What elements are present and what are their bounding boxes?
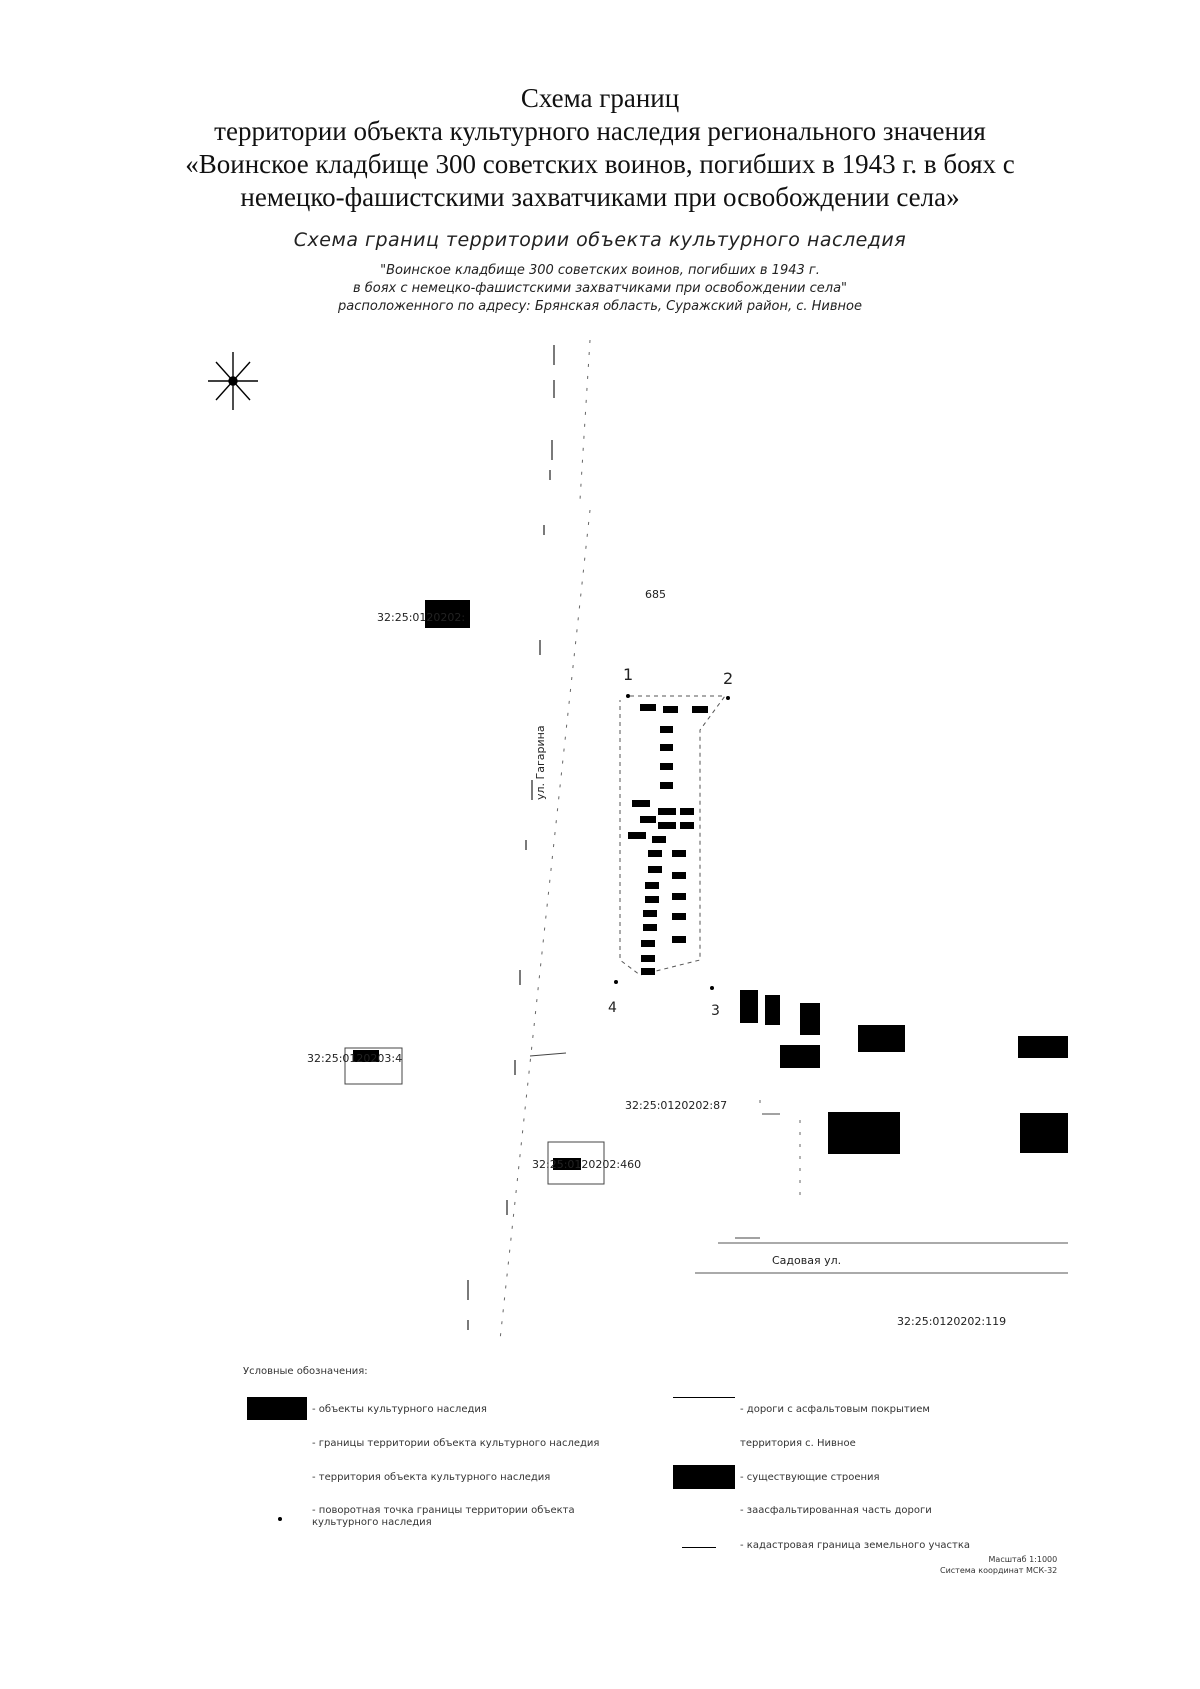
road-sadovaya: [695, 1242, 1068, 1274]
turning-points: [614, 694, 730, 990]
building: [353, 1050, 379, 1062]
legend-item: - объекты культурного наследия: [312, 1404, 487, 1415]
road-dashes: [499, 339, 801, 1341]
point-label-3: 3: [711, 1003, 720, 1019]
legend-item: - существующие строения: [740, 1472, 880, 1483]
graves: [628, 704, 708, 975]
map-subtitle-line-1: "Воинское кладбище 300 советских воинов,…: [380, 263, 820, 278]
point-label-1: 1: [623, 665, 633, 684]
map-subtitle: "Воинское кладбище 300 советских воинов,…: [0, 262, 1200, 316]
building: [765, 995, 780, 1025]
legend-item: - границы территории объекта культурного…: [312, 1438, 600, 1449]
parcel-label: 32:25:0120203:4: [307, 1052, 402, 1065]
map-subtitle-line-3: расположенного по адресу: Брянская облас…: [338, 299, 862, 314]
map-subtitle-line-2: в боях с немецко-фашистскими захватчикам…: [352, 281, 848, 296]
street-label-gagarina: ул. Гагарина: [534, 725, 547, 800]
parcel-label: 685: [645, 588, 666, 601]
point-label-4: 4: [608, 1000, 617, 1016]
existing-buildings: [353, 600, 1068, 1170]
map-title: Схема границ территории объекта культурн…: [293, 229, 907, 251]
scale-note: Масштаб 1:1000 Система координат МСК-32: [940, 1554, 1057, 1576]
building: [1018, 1036, 1068, 1058]
legend-swatch-road: [673, 1397, 735, 1398]
cadastral-boundaries: [344, 1047, 780, 1239]
building: [553, 1158, 581, 1170]
scale-line-1: Масштаб 1:1000: [988, 1555, 1058, 1564]
legend-swatch-point: [278, 1517, 282, 1521]
legend-item: - заасфальтированная часть дороги: [740, 1505, 932, 1516]
street-label-sadovaya: Садовая ул.: [772, 1254, 841, 1267]
document-header: Схема границ территории объекта культурн…: [0, 82, 1200, 214]
legend-item: - поворотная точка границы территории об…: [312, 1505, 575, 1528]
road-gagarina: [467, 345, 555, 1330]
legend-swatch-buildings: [673, 1465, 735, 1489]
building: [800, 1003, 820, 1035]
scale-line-2: Система координат МСК-32: [940, 1566, 1058, 1575]
building: [780, 1045, 820, 1068]
header-line-2: территории объекта культурного наследия …: [214, 116, 986, 146]
parcel-label: 32:25:0120202:119: [897, 1315, 1006, 1328]
header-line-3: «Воинское кладбище 300 советских воинов,…: [185, 149, 1015, 179]
legend-item: - дороги с асфальтовым покрытием: [740, 1404, 930, 1415]
point-label-2: 2: [723, 669, 733, 688]
legend-item: территория с. Нивное: [740, 1438, 856, 1449]
legend-item: - территория объекта культурного наследи…: [312, 1472, 551, 1483]
compass-icon: [208, 352, 258, 410]
header-line-1: Схема границ: [520, 83, 680, 113]
building: [740, 990, 758, 1023]
legend-swatch-heritage: [247, 1397, 307, 1420]
parcel-label: 32:25:0120202:: [377, 611, 465, 624]
legend-item: - кадастровая граница земельного участка: [740, 1540, 970, 1551]
building: [425, 600, 470, 628]
parcel-label: 32:25:0120202:460: [532, 1158, 641, 1171]
building: [1020, 1113, 1068, 1153]
legend-swatch-cadastral: [682, 1547, 716, 1548]
building: [858, 1025, 905, 1052]
building: [828, 1112, 900, 1154]
header-line-4: немецко-фашистскими захватчиками при осв…: [240, 182, 960, 212]
parcel-label: 32:25:0120202:87: [625, 1099, 727, 1112]
legend-title: Условные обозначения:: [243, 1366, 368, 1377]
